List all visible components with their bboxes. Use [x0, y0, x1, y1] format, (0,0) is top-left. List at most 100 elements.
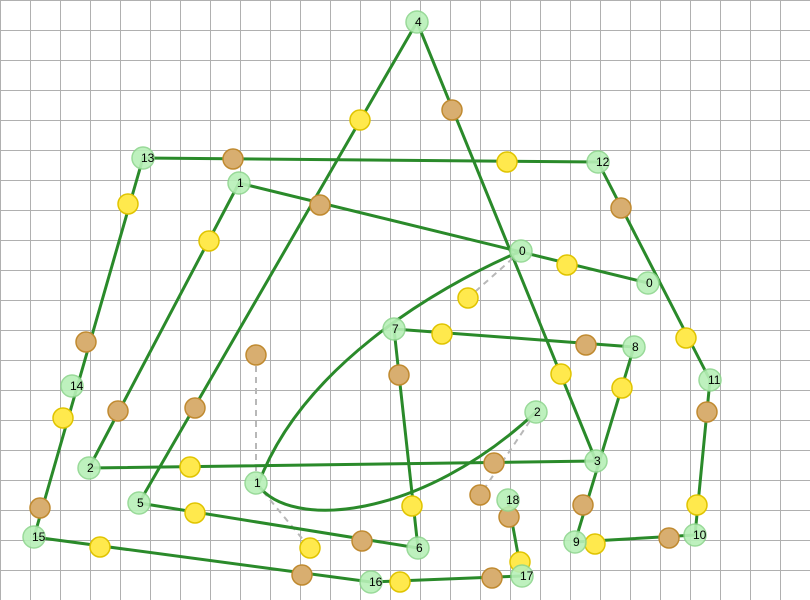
handle-tan[interactable] [469, 484, 491, 506]
node-circle[interactable] [683, 523, 707, 547]
graph-node[interactable]: 0 [509, 239, 533, 263]
edge-n1a-n0b[interactable] [237, 181, 650, 285]
edge-n3-n2b[interactable] [87, 459, 598, 470]
handle-tan[interactable] [481, 567, 503, 589]
handle-yellow[interactable] [584, 533, 606, 555]
node-circle[interactable] [406, 536, 430, 560]
handle-yellow[interactable] [349, 109, 371, 131]
handle-tan[interactable] [107, 400, 129, 422]
node-circle[interactable] [244, 471, 268, 495]
node-circle[interactable] [524, 400, 548, 424]
handle-tan[interactable] [351, 530, 373, 552]
handle-yellow[interactable] [198, 230, 220, 252]
handle-tan[interactable] [291, 564, 313, 586]
graph-node[interactable]: 5 [127, 491, 151, 515]
handle-yellow[interactable] [550, 363, 572, 385]
edge-n5-n4[interactable] [137, 20, 419, 505]
handle-tan[interactable] [575, 334, 597, 356]
graph-node[interactable]: 3 [584, 449, 608, 473]
handle-yellow[interactable] [179, 456, 201, 478]
graph-node[interactable]: 15 [22, 525, 46, 549]
handle-tan[interactable] [610, 197, 632, 219]
handle-tan[interactable] [572, 494, 594, 516]
node-label: 14 [70, 379, 84, 393]
handle-yellow[interactable] [675, 327, 697, 349]
graph-node[interactable]: 10 [683, 523, 707, 547]
node-label: 15 [32, 530, 46, 544]
node-circle[interactable] [405, 10, 429, 34]
handle-tan[interactable] [184, 397, 206, 419]
graph-node[interactable]: 4 [405, 10, 429, 34]
node-circle[interactable] [22, 525, 46, 549]
graph-node[interactable]: 8 [622, 335, 646, 359]
node-circle[interactable] [622, 335, 646, 359]
handle-yellow[interactable] [299, 537, 321, 559]
node-circle[interactable] [227, 171, 251, 195]
node-circle[interactable] [698, 368, 722, 392]
graph-node[interactable]: 17 [510, 564, 534, 588]
node-circle[interactable] [509, 239, 533, 263]
graph-node[interactable]: 13 [131, 146, 155, 170]
handle-yellow[interactable] [389, 571, 411, 593]
handle-yellow[interactable] [457, 287, 479, 309]
graph-node[interactable]: 18 [496, 488, 520, 512]
handle-tan[interactable] [696, 401, 718, 423]
node-circle[interactable] [636, 271, 660, 295]
graph-node[interactable]: 7 [382, 317, 406, 341]
graph-node[interactable]: 11 [698, 368, 722, 392]
graph-node[interactable]: 16 [359, 570, 383, 594]
node-label: 1 [237, 176, 244, 190]
edge-n2b-n1a[interactable] [87, 181, 241, 470]
handle-yellow[interactable] [89, 536, 111, 558]
node-label: 0 [646, 276, 653, 290]
handle-yellow[interactable] [686, 494, 708, 516]
handle-yellow[interactable] [401, 495, 423, 517]
edge-n4-n3[interactable] [415, 20, 598, 463]
handle-tan[interactable] [441, 99, 463, 121]
graph-node[interactable]: 9 [563, 530, 587, 554]
node-circle[interactable] [563, 530, 587, 554]
handle-tan[interactable] [658, 527, 680, 549]
node-circle[interactable] [131, 146, 155, 170]
handle-tan[interactable] [29, 497, 51, 519]
node-circle[interactable] [359, 570, 383, 594]
helper-lines [255, 250, 537, 549]
edge-n13-n12[interactable] [141, 156, 600, 164]
edge-n15-n16[interactable] [32, 535, 373, 584]
handle-tan[interactable] [388, 364, 410, 386]
handle-yellow[interactable] [117, 193, 139, 215]
graph-node[interactable]: 2 [77, 456, 101, 480]
graph-node[interactable]: 14 [60, 374, 84, 398]
handle-tan[interactable] [222, 148, 244, 170]
edge-n8-n7[interactable] [392, 327, 636, 349]
handle-yellow[interactable] [184, 502, 206, 524]
node-circle[interactable] [586, 150, 610, 174]
handle-yellow[interactable] [496, 151, 518, 173]
handle-yellow[interactable] [431, 323, 453, 345]
node-circle[interactable] [127, 491, 151, 515]
node-label: 11 [708, 373, 721, 387]
handle-tan[interactable] [483, 452, 505, 474]
handle-tan[interactable] [309, 194, 331, 216]
node-label: 16 [369, 575, 383, 589]
graph-node[interactable]: 12 [586, 150, 610, 174]
graph-node[interactable]: 2 [524, 400, 548, 424]
handle-tan[interactable] [75, 331, 97, 353]
graph-node[interactable]: 1 [244, 471, 268, 495]
graph-node[interactable]: 6 [406, 536, 430, 560]
graph-node[interactable]: 1 [227, 171, 251, 195]
node-label: 8 [632, 340, 639, 354]
node-circle[interactable] [584, 449, 608, 473]
handle-yellow[interactable] [52, 407, 74, 429]
node-circle[interactable] [77, 456, 101, 480]
node-circle[interactable] [382, 317, 406, 341]
node-circle[interactable] [496, 488, 520, 512]
handle-yellow[interactable] [556, 254, 578, 276]
handle-yellow[interactable] [611, 377, 633, 399]
handle-tan[interactable] [245, 344, 267, 366]
node-circle[interactable] [510, 564, 534, 588]
graph-node[interactable]: 0 [636, 271, 660, 295]
node-circle[interactable] [60, 374, 84, 398]
node-label: 1 [254, 476, 261, 490]
